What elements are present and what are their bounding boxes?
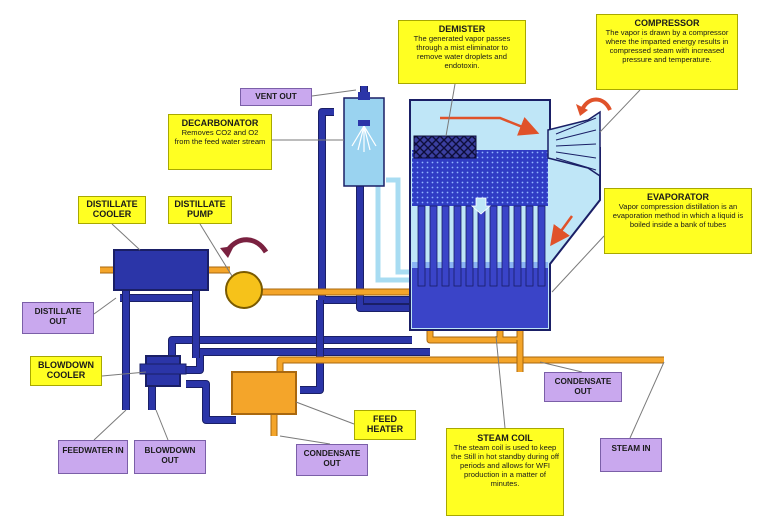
light-blue-piping	[375, 177, 412, 283]
evaporator-title: EVAPORATOR	[646, 192, 709, 202]
feed-heater-vessel	[231, 371, 297, 415]
pump-rotation-arrowhead	[220, 246, 234, 258]
evaporator-callout: EVAPORATOR Vapor compression distillatio…	[604, 188, 752, 254]
dark-blue-piping	[120, 86, 430, 424]
distillate-cooler-callout: DISTILLATE COOLER	[78, 196, 146, 224]
evaporator-tubes	[417, 205, 546, 287]
steam-in-label: STEAM IN	[600, 438, 662, 472]
feed-heater-callout: FEED HEATER	[354, 410, 416, 440]
compressor-rotation-arrow	[580, 97, 612, 111]
feed-heater-title: FEED HEATER	[366, 414, 404, 434]
distillate-cooler-vessel	[113, 249, 209, 291]
vapor-flow-arrows	[440, 116, 574, 247]
steam-coil-title: STEAM COIL	[477, 433, 533, 443]
demister-text: The generated vapor passes through a mis…	[413, 34, 511, 70]
downflow-arrow	[470, 197, 492, 215]
demister-mesh	[413, 135, 477, 159]
demister-callout: DEMISTER The generated vapor passes thro…	[398, 20, 526, 84]
decarbonator-column	[343, 92, 385, 187]
condensate-out-bottom-label: CONDENSATE OUT	[296, 444, 368, 476]
compressor-rotation-arrowhead	[576, 104, 588, 116]
blowdown-cooler-title: BLOWDOWN COOLER	[38, 360, 94, 380]
decarbonator-title: DECARBONATOR	[181, 118, 259, 128]
distillate-out-label: DISTILLATE OUT	[22, 302, 94, 334]
distillate-pump-body	[225, 271, 263, 309]
compressor-title: COMPRESSOR	[634, 18, 700, 28]
pump-rotation-arrow	[225, 237, 269, 254]
compressor	[547, 110, 601, 178]
compressor-callout: COMPRESSOR The vapor is drawn by a compr…	[596, 14, 738, 90]
decarbonator-text: Removes CO2 and O2 from the feed water s…	[174, 128, 266, 146]
feedwater-in-label: FEEDWATER IN	[58, 440, 128, 474]
decarbonator-callout: DECARBONATOR Removes CO2 and O2 from the…	[168, 114, 272, 170]
condensate-out-right-label: CONDENSATE OUT	[544, 372, 622, 402]
blowdown-cooler-callout: BLOWDOWN COOLER	[30, 356, 102, 386]
vent-out-label: VENT OUT	[240, 88, 312, 106]
compressor-text: The vapor is drawn by a compressor where…	[605, 28, 729, 64]
blowdown-out-label: BLOWDOWN OUT	[134, 440, 206, 474]
steam-coil-text: The steam coil is used to keep the Still…	[451, 443, 559, 488]
distillate-cooler-title: DISTILLATE COOLER	[86, 199, 138, 219]
distillate-pump-title: DISTILLATE PUMP	[174, 199, 226, 219]
evaporator-text: Vapor compression distillation is an eva…	[612, 202, 744, 229]
demister-title: DEMISTER	[438, 24, 486, 34]
steam-coil-callout: STEAM COIL The steam coil is used to kee…	[446, 428, 564, 516]
distillate-pump-callout: DISTILLATE PUMP	[168, 196, 232, 224]
